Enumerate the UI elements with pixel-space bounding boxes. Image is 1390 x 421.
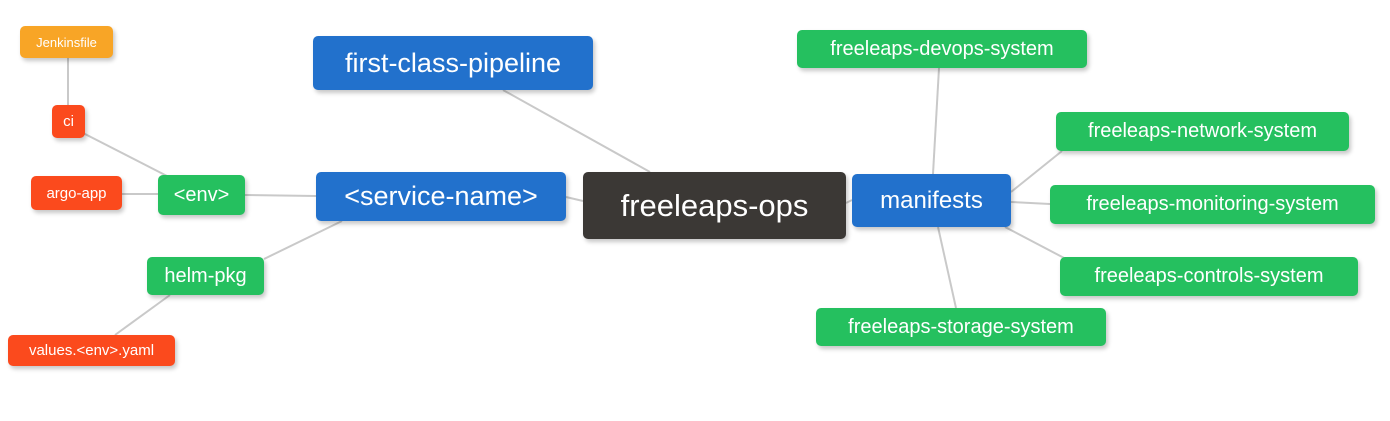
node-ci[interactable]: ci (52, 105, 85, 138)
node-env[interactable]: <env> (158, 175, 245, 215)
edge-helm-pkg-to-values-env-yaml (114, 294, 171, 336)
edge-manifests-to-controls-system (1004, 226, 1067, 260)
edge-manifests-to-monitoring-system (1010, 201, 1051, 205)
edge-manifests-to-network-system (1010, 150, 1063, 193)
edge-manifests-to-storage-system (937, 226, 957, 309)
node-helm-pkg[interactable]: helm-pkg (147, 257, 264, 295)
node-storage-system[interactable]: freeleaps-storage-system (816, 308, 1106, 346)
edge-service-name-to-freeleaps-ops (565, 196, 584, 202)
node-first-class-pipeline[interactable]: first-class-pipeline (313, 36, 593, 90)
node-jenkinsfile[interactable]: Jenkinsfile (20, 26, 113, 58)
node-service-name[interactable]: <service-name> (316, 172, 566, 221)
node-freeleaps-ops[interactable]: freeleaps-ops (583, 172, 846, 239)
node-values-env-yaml[interactable]: values.<env>.yaml (8, 335, 175, 366)
node-controls-system[interactable]: freeleaps-controls-system (1060, 257, 1358, 296)
node-argo-app[interactable]: argo-app (31, 176, 122, 210)
node-manifests[interactable]: manifests (852, 174, 1011, 227)
node-network-system[interactable]: freeleaps-network-system (1056, 112, 1349, 151)
edge-freeleaps-ops-to-manifests (845, 199, 853, 204)
edge-ci-to-env (82, 132, 168, 177)
node-monitoring-system[interactable]: freeleaps-monitoring-system (1050, 185, 1375, 224)
edge-manifests-to-devops-system (932, 67, 940, 175)
node-devops-system[interactable]: freeleaps-devops-system (797, 30, 1087, 68)
edge-helm-pkg-to-service-name (263, 220, 343, 260)
edge-first-class-pipeline-to-freeleaps-ops (502, 89, 651, 173)
edge-env-to-service-name (244, 194, 317, 197)
